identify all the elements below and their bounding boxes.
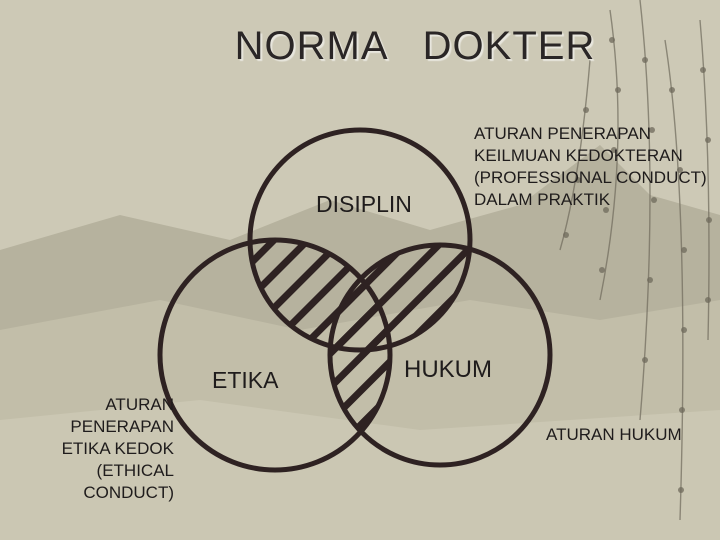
circle-disiplin	[247, 127, 473, 353]
circle-hukum	[327, 242, 553, 468]
circle-etika	[157, 237, 393, 473]
note-etika: ATURAN PENERAPAN ETIKA KEDOK (ETHICAL CO…	[61, 395, 174, 502]
set-label-hukum: HUKUM	[404, 356, 492, 383]
note-disiplin: ATURAN PENERAPAN KEILMUAN KEDOKTERAN (PR…	[474, 124, 707, 209]
set-label-disiplin: DISIPLIN	[316, 191, 412, 217]
note-hukum: ATURAN HUKUM	[546, 425, 682, 444]
page-title: NORMA DOKTER	[234, 24, 596, 68]
set-label-etika: ETIKA	[212, 367, 279, 393]
